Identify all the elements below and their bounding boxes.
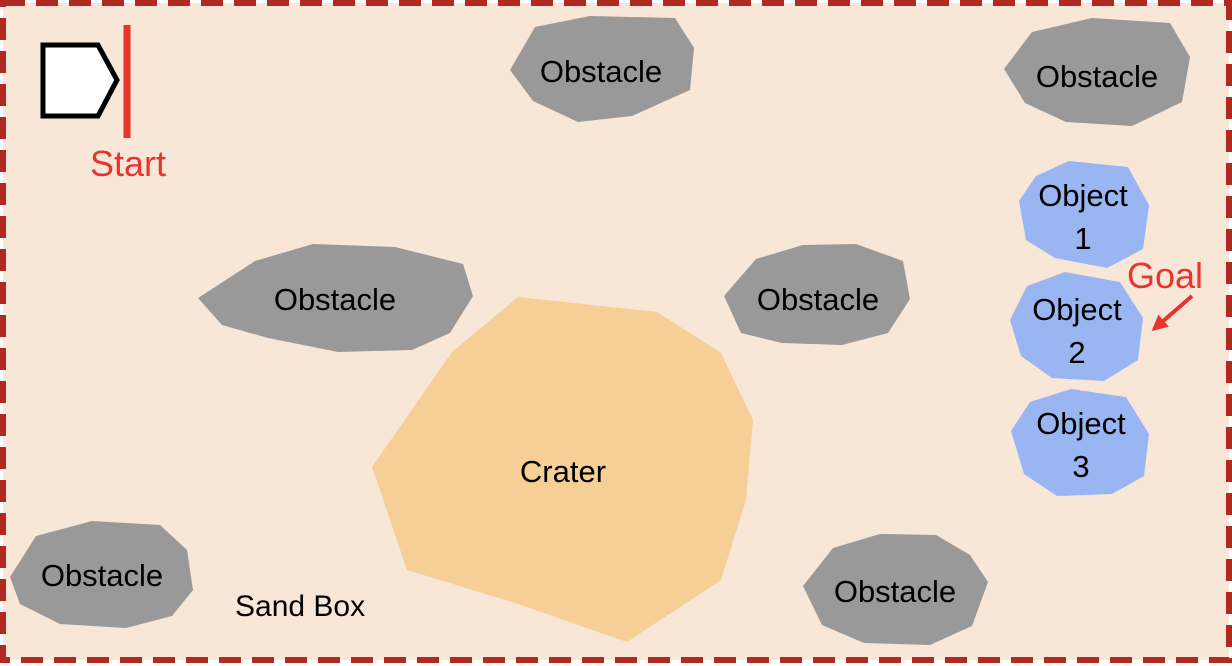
obstacle: Obstacle [724, 244, 910, 345]
object-label-line2: 1 [1074, 221, 1091, 256]
object-label-line2: 3 [1072, 449, 1089, 484]
object-label-line2: 2 [1068, 335, 1085, 370]
object-label-line1: Object [1038, 178, 1128, 213]
goal-arrow-icon [1151, 294, 1194, 332]
obstacle: Obstacle [1004, 18, 1190, 126]
object-label-line1: Object [1036, 406, 1126, 441]
obstacle-label: Obstacle [757, 282, 879, 317]
obstacle-label: Obstacle [834, 574, 956, 609]
crater-label: Crater [520, 454, 606, 489]
obstacle-shape [1004, 18, 1190, 126]
start-label: Start [90, 143, 166, 184]
object-shape [1011, 389, 1149, 496]
crater-shape [372, 297, 753, 642]
obstacle-shape [803, 534, 988, 645]
obstacle: Obstacle [510, 16, 694, 122]
obstacle-label: Obstacle [274, 282, 396, 317]
sandbox-label: Sand Box [235, 590, 365, 623]
obstacle: Obstacle [803, 534, 988, 645]
obstacle-shape [198, 244, 473, 352]
obstacle-shape [724, 244, 910, 345]
object-3: Object 3 [1011, 389, 1149, 496]
object-label-line1: Object [1032, 292, 1122, 327]
object-shape [1010, 272, 1143, 381]
obstacle-label: Obstacle [540, 54, 662, 89]
robot [40, 25, 131, 138]
object-1: Object 1 [1019, 161, 1149, 268]
obstacle-label: Obstacle [1036, 59, 1158, 94]
object-2: Object 2 [1010, 272, 1143, 381]
object-shape [1019, 161, 1149, 268]
obstacle-shape [10, 521, 193, 628]
obstacle-label: Obstacle [41, 558, 163, 593]
crater: Crater [372, 297, 753, 642]
robot-pentagon-icon [40, 42, 120, 119]
obstacle: Obstacle [10, 521, 193, 628]
obstacle: Obstacle [198, 244, 473, 352]
obstacle-shape [510, 16, 694, 122]
goal-label: Goal [1127, 255, 1203, 296]
